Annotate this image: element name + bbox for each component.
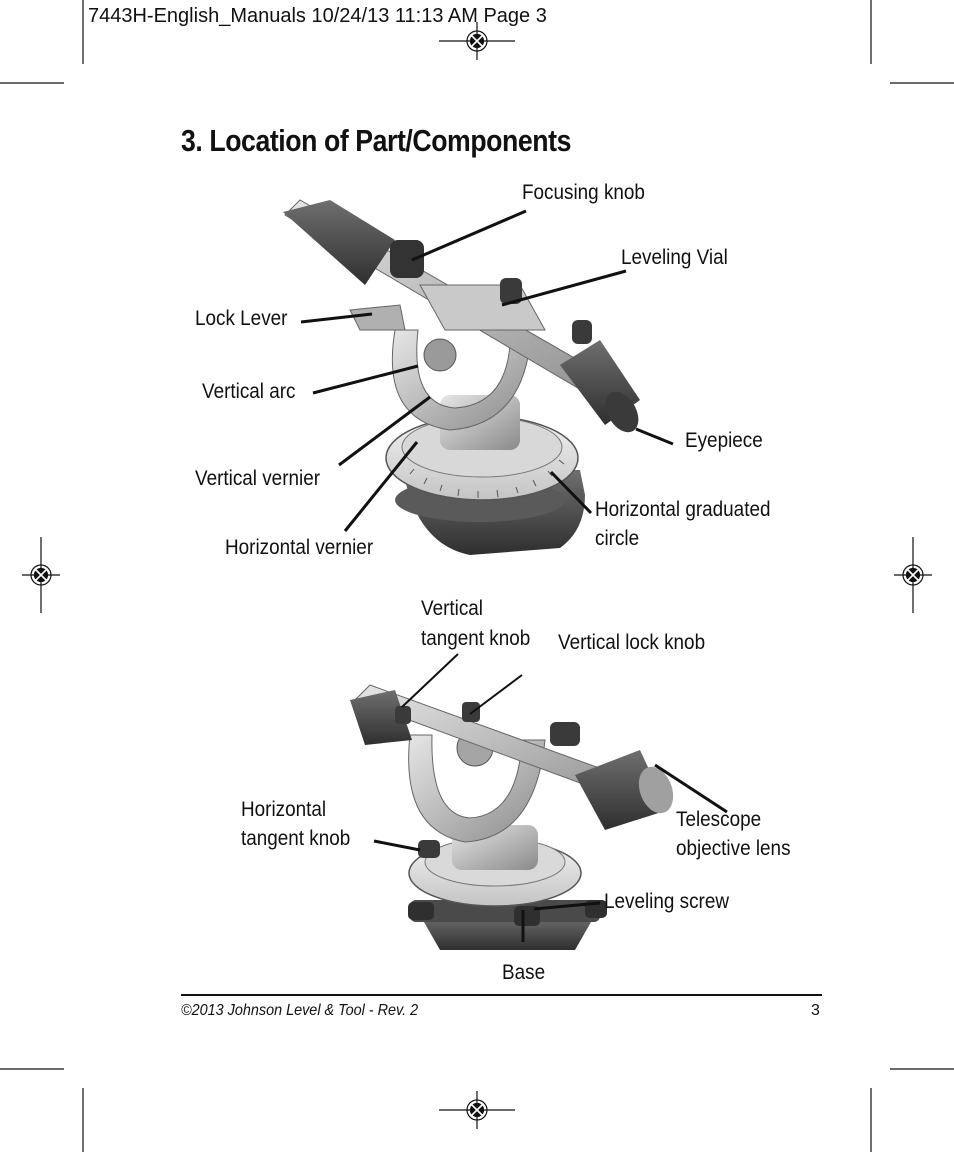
- registration-mark-right: [894, 537, 932, 613]
- registration-mark-bottom: [439, 1091, 515, 1129]
- label-telescope-objective-lens-line2: objective lens: [676, 837, 791, 860]
- footer-rule: [181, 994, 822, 996]
- top-leader-lines: [300, 209, 674, 532]
- label-vertical-lock-knob: Vertical lock knob: [558, 631, 706, 654]
- label-horizontal-tangent-knob-line1: Horizontal: [241, 798, 327, 821]
- label-horizontal-graduated-circle-line2: circle: [595, 527, 640, 550]
- label-vertical-arc: Vertical arc: [202, 380, 296, 403]
- print-slug: 7443H-English_Manuals 10/24/13 11:13 AM …: [88, 5, 547, 27]
- label-horizontal-vernier: Horizontal vernier: [225, 536, 374, 559]
- registration-mark-top: [439, 22, 515, 60]
- label-telescope-objective-lens-line1: Telescope: [676, 808, 762, 831]
- transit-level-illustration-top: [283, 199, 640, 555]
- footer-copyright: ©2013 Johnson Level & Tool - Rev. 2: [181, 1002, 419, 1019]
- label-base: Base: [502, 961, 546, 984]
- bottom-leader-lines: [401, 653, 523, 715]
- section-title: 3. Location of Part/Components: [181, 123, 571, 158]
- registration-mark-left: [22, 537, 60, 613]
- label-horizontal-graduated-circle-line1: Horizontal graduated: [595, 498, 771, 521]
- label-eyepiece: Eyepiece: [685, 429, 763, 452]
- label-leveling-vial: Leveling Vial: [621, 246, 728, 269]
- label-vertical-tangent-knob-line2: tangent knob: [421, 627, 531, 650]
- bottom-leader-lines-heavy: [373, 763, 728, 942]
- page-number: 3: [811, 1002, 820, 1019]
- label-focusing-knob: Focusing knob: [522, 181, 645, 204]
- label-vertical-tangent-knob-line1: Vertical: [421, 597, 483, 620]
- label-horizontal-tangent-knob-line2: tangent knob: [241, 827, 351, 850]
- transit-level-illustration-bottom: [350, 684, 674, 950]
- label-vertical-vernier: Vertical vernier: [195, 467, 321, 490]
- label-leveling-screw: Leveling screw: [604, 890, 730, 913]
- label-lock-lever: Lock Lever: [195, 307, 288, 330]
